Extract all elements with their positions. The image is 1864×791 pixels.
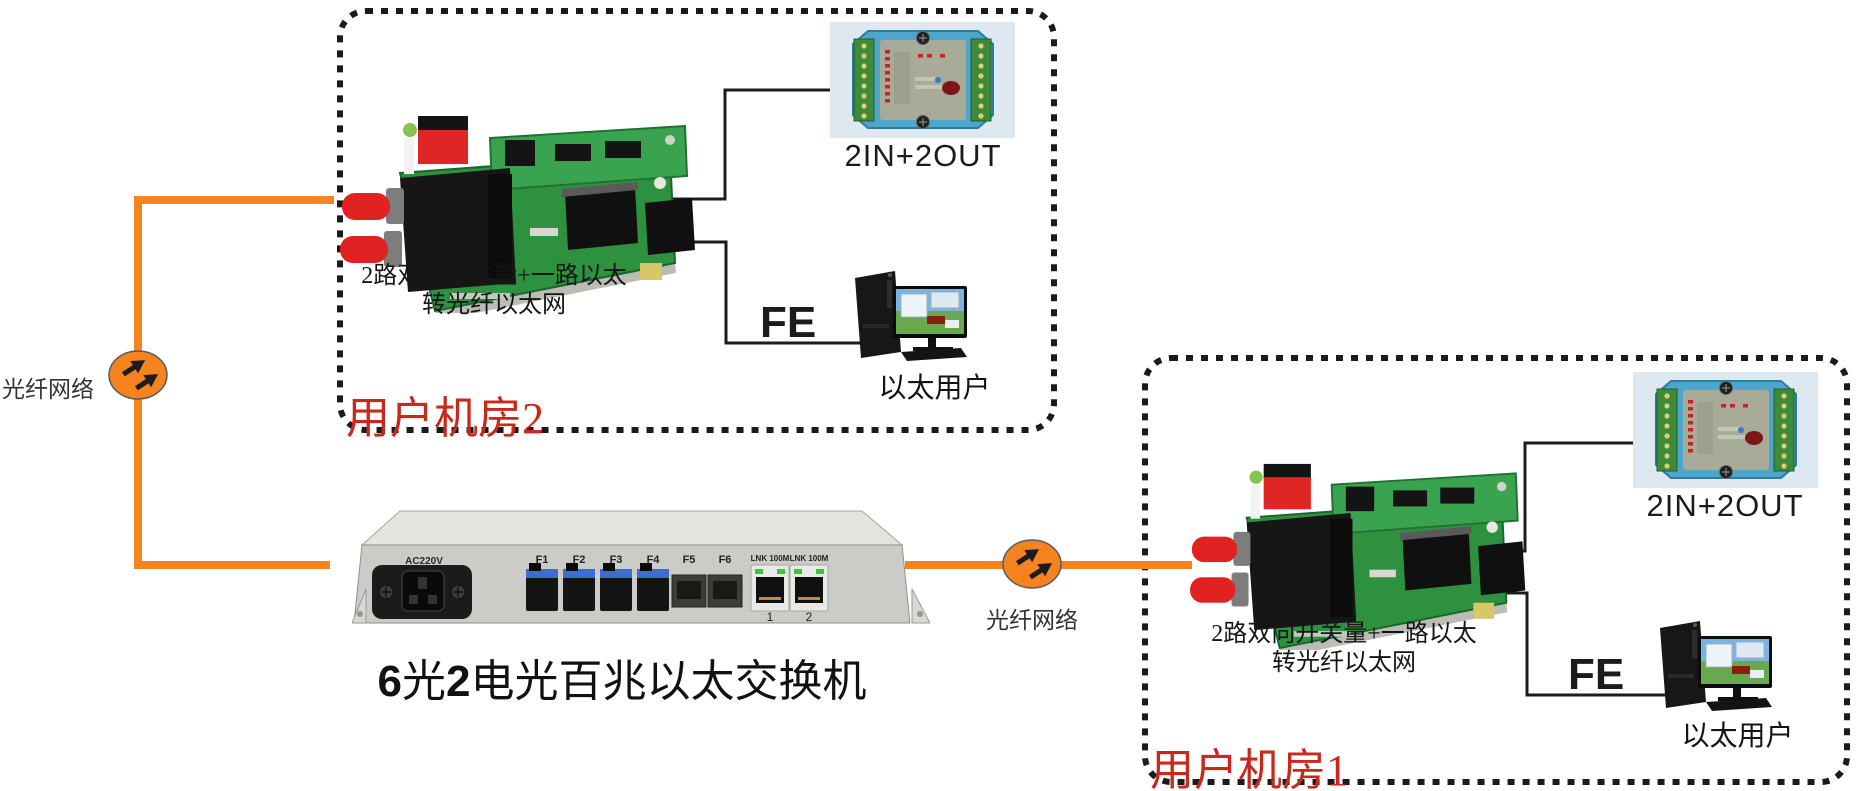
sc-connector-f4 [637, 563, 669, 611]
switch-mounting-ears [352, 588, 930, 624]
empty-slot-f6 [707, 574, 743, 608]
room2-user-label: 以太用户 [878, 373, 991, 404]
ac-power-inlet: AC220V [372, 556, 472, 619]
ac-power-label: AC220V [405, 556, 443, 567]
sc-connector-f1 [526, 563, 558, 611]
sc-connector-f3 [600, 563, 632, 611]
room1-io-module [1633, 372, 1818, 488]
room2-io-module-label: 2IN+2OUT [844, 138, 1002, 173]
sc-connector-f2 [563, 563, 595, 611]
switch-title: 6光2电光百兆以太交换机 [352, 645, 892, 709]
ethernet-ports: LNK 100M LNK 100M 1 2 [750, 554, 829, 624]
room1-io-module-label: 2IN+2OUT [1646, 488, 1804, 523]
eth-port-number-2: 2 [806, 610, 813, 624]
room2-ethernet-pc [843, 264, 975, 366]
fiber-link-icon-left [108, 350, 168, 400]
port-label-f5: F5 [683, 554, 696, 566]
fiber-network-label-left: 光纤网络 [2, 377, 94, 402]
fiber-trunk-left [134, 196, 334, 569]
port-label-f6: F6 [719, 554, 732, 566]
room2-boundary [337, 8, 1057, 433]
switch-chassis-top [360, 510, 904, 546]
eth-port-number-1: 1 [767, 610, 774, 624]
switch-title-num2: 2 [446, 657, 471, 706]
room2-converter-caption: 2路双向开关量+一路以太 转光纤以太网 [348, 262, 640, 320]
fiber-switch: AC220V F1 F2 F3 F4 F5 F6 [352, 510, 930, 624]
caption-line2: 转光纤以太网 [422, 292, 566, 318]
fiber-ports: F1 F2 F3 F4 F5 F6 [526, 554, 743, 611]
room1-ethernet-pc [1648, 614, 1780, 716]
room2-title: 用户机房2 [346, 394, 544, 443]
room2-io-module [830, 22, 1015, 138]
room1-title: 用户机房1 [1150, 746, 1348, 791]
room1-converter-pcb [1190, 428, 1530, 650]
eth-led-label-1: LNK 100M [751, 554, 790, 563]
caption-line1: 2路双向开关量+一路以太 [361, 263, 627, 289]
rj45-port-1 [750, 564, 790, 612]
empty-slot-f5 [671, 574, 707, 608]
caption-line1: 2路双向开关量+一路以太 [1211, 621, 1477, 647]
room2-fe-label: FE [760, 298, 817, 347]
caption-line2: 转光纤以太网 [1272, 650, 1416, 676]
room1-boundary [1142, 355, 1850, 785]
switch-title-rest: 电光百兆以太交换机 [470, 657, 867, 706]
room1-user-label: 以太用户 [1681, 721, 1794, 752]
fiber-link-icon-right [1002, 539, 1062, 589]
switch-title-num1: 6 [377, 657, 402, 706]
room1-converter-caption: 2路双向开关量+一路以太 转光纤以太网 [1198, 620, 1490, 678]
fiber-network-label-right: 光纤网络 [986, 608, 1078, 633]
switch-title-word1: 光 [402, 657, 446, 706]
rj45-port-2 [789, 564, 829, 612]
room1-fe-label: FE [1568, 650, 1625, 699]
eth-led-label-2: LNK 100M [790, 554, 829, 563]
